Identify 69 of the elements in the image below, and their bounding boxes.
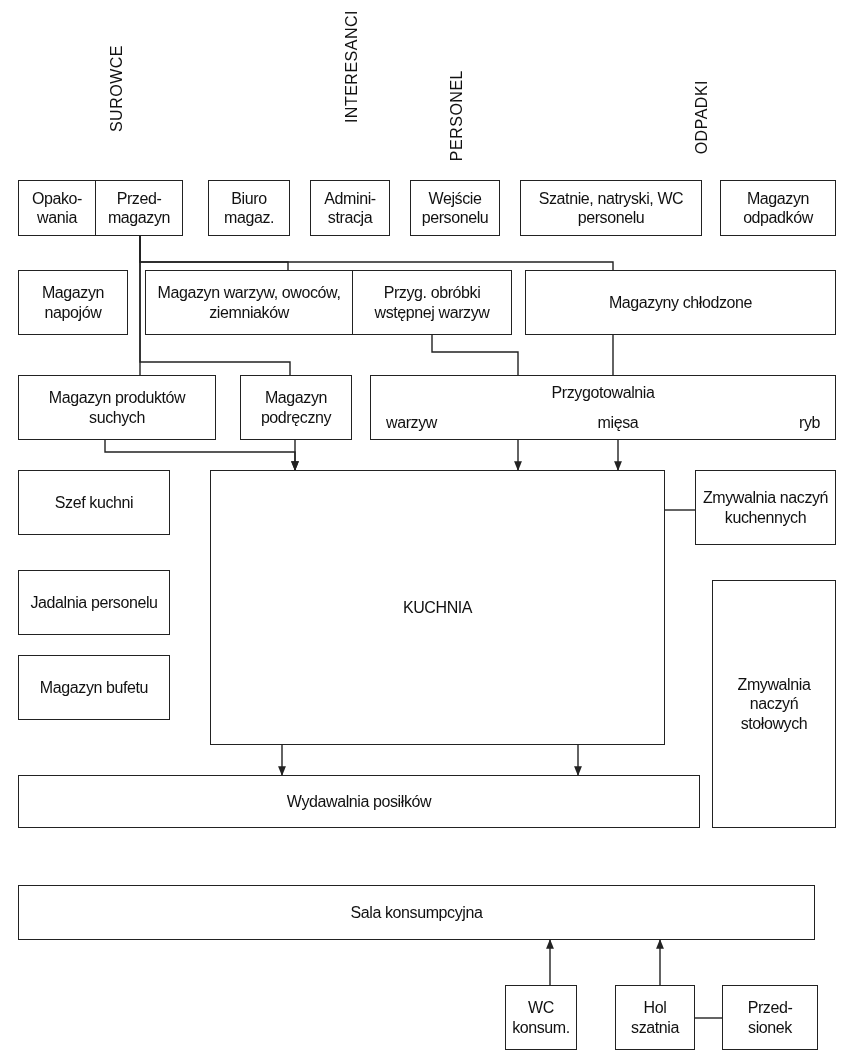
connector-line: [694, 1017, 723, 1019]
connector-line: [664, 509, 696, 511]
room-box: [615, 985, 695, 1050]
room-name: Magazyn bufetu: [39, 677, 149, 698]
room-name: Jadalnia personelu: [30, 592, 158, 613]
flow-label: INTERESANCI: [343, 10, 361, 124]
room-name: Przed- sionek: [746, 998, 794, 1037]
room-box: [18, 375, 216, 440]
connector-line: [139, 235, 291, 376]
room-name: Wydawalnia posiłków: [286, 791, 432, 812]
room-box: [240, 375, 352, 440]
room-box: [525, 270, 836, 335]
room-name: Magazyn produktów suchych: [47, 388, 187, 427]
section-name: warzyw: [386, 412, 437, 432]
room-box: [18, 470, 170, 535]
room-name: Wejście personelu: [420, 188, 490, 228]
room-name: Magazyn podręczny: [259, 388, 333, 427]
room-box: [712, 580, 836, 828]
connector-line: [431, 334, 519, 376]
room-box: [410, 180, 500, 236]
room-name: Admini- stracja: [323, 188, 377, 228]
room-name: Szatnie, natryski, WC personelu: [537, 188, 685, 228]
room-name: Biuro magaz.: [222, 188, 276, 228]
room-name: Przygotowalnia: [551, 383, 655, 403]
room-box: [18, 885, 815, 940]
room-box: [352, 270, 512, 335]
room-box: [210, 470, 665, 745]
room-name: Magazyn napojów: [40, 283, 106, 322]
arrow: [546, 939, 554, 986]
room-box: [18, 270, 128, 335]
room-box: [722, 985, 818, 1050]
room-name: Zmywalnia naczyń kuchennych: [701, 488, 830, 527]
arrow: [614, 439, 622, 471]
room-name: Hol szatnia: [630, 998, 681, 1037]
room-name: Magazyn odpadków: [742, 188, 815, 228]
flow-label: PERSONEL: [448, 70, 466, 162]
room-box: [18, 775, 700, 828]
room-box: [695, 470, 836, 545]
room-box: [18, 655, 170, 720]
room-box: [720, 180, 836, 236]
room-name: Opako- wania: [30, 188, 84, 228]
room-name: Magazyn warzyw, owoców, ziemniaków: [156, 283, 342, 322]
flow-label: ODPADKI: [693, 80, 711, 155]
room-name: Przyg. obróbki wstępnej warzyw: [373, 283, 491, 322]
room-name: Sala konsumpcyjna: [350, 902, 483, 923]
room-box: [505, 985, 577, 1050]
room-name: Szef kuchni: [54, 492, 134, 513]
arrow: [278, 744, 286, 776]
flow-label: SUROWCE: [108, 45, 126, 133]
arrow: [291, 439, 299, 471]
room-box: [18, 570, 170, 635]
arrow: [514, 439, 522, 471]
arrow: [656, 939, 664, 986]
arrow: [574, 744, 582, 776]
room-name: Magazyny chłodzone: [608, 292, 753, 313]
room-name: KUCHNIA: [402, 597, 473, 618]
room-box: [208, 180, 290, 236]
room-box: [370, 375, 836, 440]
room-name: Zmywalnia naczyń stołowych: [736, 675, 812, 733]
connector-line: [612, 334, 614, 376]
room-name: WC konsum.: [511, 998, 571, 1037]
room-box: [95, 180, 183, 236]
room-box: [310, 180, 390, 236]
room-box: [145, 270, 353, 335]
room-box: [18, 180, 96, 236]
section-name: mięsa: [597, 412, 639, 432]
room-box: [520, 180, 702, 236]
room-name: Przed- magazyn: [106, 188, 172, 228]
section-name: ryb: [798, 412, 820, 432]
